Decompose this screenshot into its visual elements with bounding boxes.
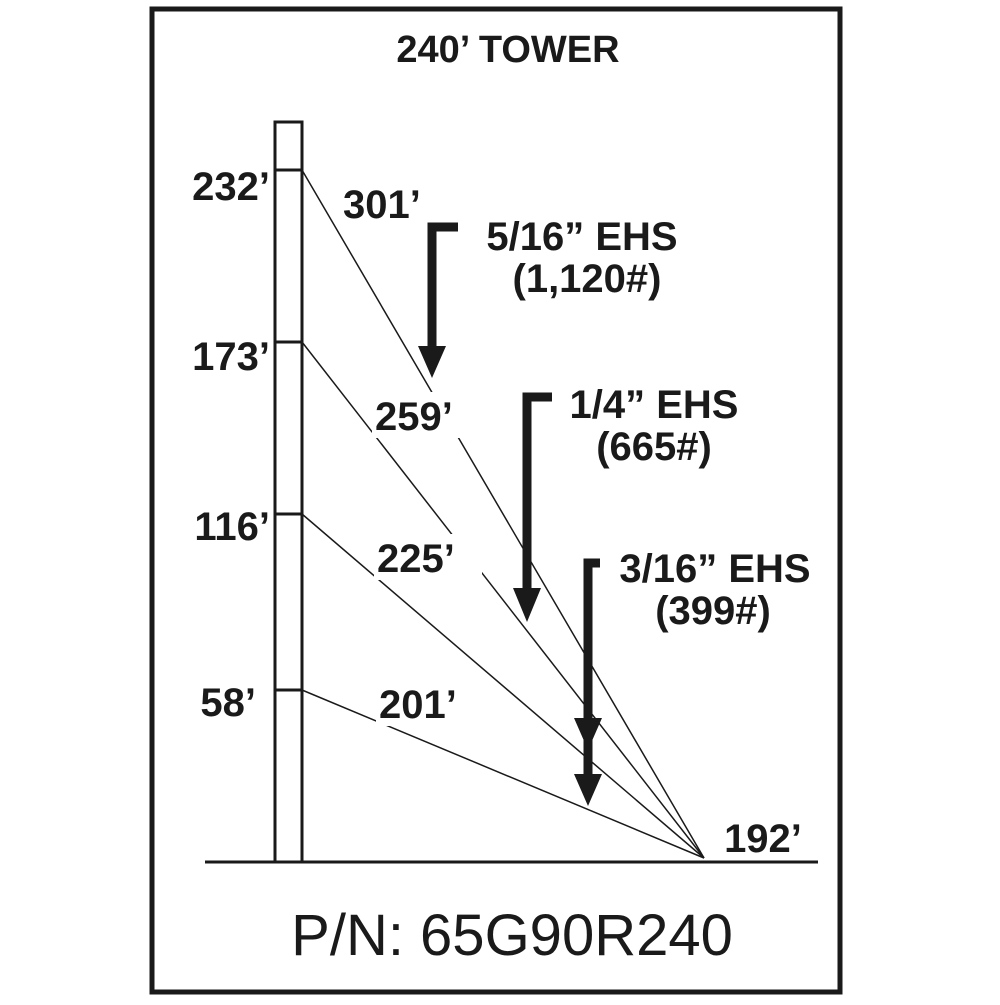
guy-length-label-201: 201’ xyxy=(379,683,457,727)
guy-length-label-301: 301’ xyxy=(343,183,421,227)
cable-load-3-16: (399#) xyxy=(655,589,771,633)
label-bg-301 xyxy=(340,180,450,224)
callout-arrow-3-16 xyxy=(574,558,602,806)
diagram-title: 240’ TOWER xyxy=(396,29,619,71)
part-number: P/N: 65G90R240 xyxy=(291,903,733,968)
label-bg-201 xyxy=(376,680,484,726)
cable-load-1-4: (665#) xyxy=(596,425,712,469)
callout-arrow-1-4 xyxy=(513,392,552,622)
height-label-58: 58’ xyxy=(200,681,256,725)
callout-arrow-5-16 xyxy=(418,222,458,378)
height-label-232: 232’ xyxy=(192,165,270,209)
cable-load-5-16: (1,120#) xyxy=(513,257,662,301)
anchor-distance-label: 192’ xyxy=(724,817,802,861)
label-bg-225 xyxy=(374,534,482,580)
cable-size-5-16: 5/16” EHS xyxy=(486,215,677,259)
height-label-173: 173’ xyxy=(192,335,270,379)
guy-wire-58 xyxy=(301,689,705,859)
cable-size-1-4: 1/4” EHS xyxy=(570,383,739,427)
label-bg-259 xyxy=(372,392,480,438)
tower-mast xyxy=(273,120,304,864)
cable-size-3-16: 3/16” EHS xyxy=(619,547,810,591)
guy-wire-116 xyxy=(301,513,705,859)
guy-length-label-259: 259’ xyxy=(375,395,453,439)
guy-wire-232 xyxy=(301,169,705,859)
height-label-116: 116’ xyxy=(194,505,270,549)
guy-length-label-225: 225’ xyxy=(377,537,455,581)
guy-wire-173 xyxy=(301,341,705,859)
